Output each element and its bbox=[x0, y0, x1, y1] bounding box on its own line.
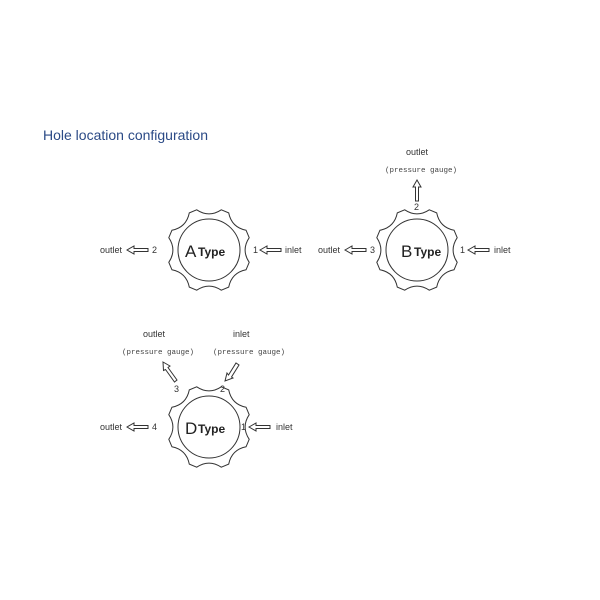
type-letter: A bbox=[185, 242, 197, 261]
top-port-label: outlet bbox=[406, 147, 429, 157]
arrow-left-icon bbox=[125, 422, 149, 432]
right-port-number: 1 bbox=[241, 422, 246, 432]
knob-inner-circle bbox=[385, 218, 449, 282]
left-port-label: outlet bbox=[100, 422, 123, 432]
arrow-down-left-icon bbox=[224, 362, 240, 382]
upper-left-port-sublabel: (pressure gauge) bbox=[122, 349, 194, 357]
type-letter: B bbox=[401, 242, 412, 261]
upper-right-port-sublabel: (pressure gauge) bbox=[213, 349, 285, 357]
b-type-diagram: B Type outlet 3 1 inlet outlet (pressure… bbox=[318, 147, 511, 291]
type-suffix: Type bbox=[414, 245, 441, 259]
right-port-number: 1 bbox=[460, 245, 465, 255]
a-type-diagram: A Type outlet 2 1 inlet bbox=[100, 209, 302, 291]
knob-inner-circle bbox=[177, 395, 241, 459]
type-suffix: Type bbox=[198, 245, 225, 259]
d-type-diagram: D Type outlet 4 1 inlet outlet (pressure… bbox=[100, 329, 293, 468]
arrow-left-icon bbox=[247, 422, 271, 432]
arrow-left-icon bbox=[343, 245, 367, 255]
upper-left-port-number: 3 bbox=[174, 384, 179, 394]
knob-outline bbox=[168, 386, 250, 468]
upper-right-port-label: inlet bbox=[233, 329, 250, 339]
arrow-left-icon bbox=[258, 245, 282, 255]
left-port-number: 4 bbox=[152, 422, 157, 432]
type-suffix: Type bbox=[198, 422, 225, 436]
arrow-left-icon bbox=[125, 245, 149, 255]
left-port-label: outlet bbox=[318, 245, 341, 255]
arrow-up-icon bbox=[412, 178, 422, 202]
arrow-up-left-icon bbox=[162, 361, 178, 383]
knob-outline bbox=[376, 209, 458, 291]
top-port-number: 2 bbox=[414, 202, 419, 212]
left-port-label: outlet bbox=[100, 245, 123, 255]
right-port-label: inlet bbox=[285, 245, 302, 255]
upper-left-port-label: outlet bbox=[143, 329, 166, 339]
right-port-number: 1 bbox=[253, 245, 258, 255]
page-title: Hole location configuration bbox=[43, 127, 208, 143]
top-port-sublabel: (pressure gauge) bbox=[385, 167, 457, 175]
left-port-number: 2 bbox=[152, 245, 157, 255]
upper-right-port-number: 2 bbox=[220, 384, 225, 394]
knob-inner-circle bbox=[177, 218, 241, 282]
left-port-number: 3 bbox=[370, 245, 375, 255]
right-port-label: inlet bbox=[494, 245, 511, 255]
right-port-label: inlet bbox=[276, 422, 293, 432]
arrow-left-icon bbox=[466, 245, 490, 255]
type-letter: D bbox=[185, 419, 197, 438]
knob-outline bbox=[168, 209, 250, 291]
